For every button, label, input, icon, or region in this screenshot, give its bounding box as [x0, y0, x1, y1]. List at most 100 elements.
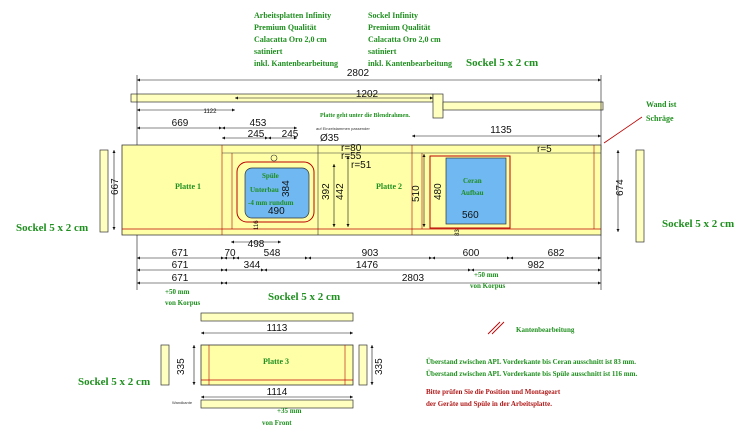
svg-text:+50 mm: +50 mm [474, 271, 499, 279]
dim-1114: 1114 [267, 387, 288, 398]
check-note-line-2: der Geräte und Spüle in der Arbeitsplatt… [426, 400, 552, 408]
overhang-ceran-note: Überstand zwischen APL Vorderkante bis C… [426, 358, 636, 366]
bottom-dimension-labels: 498 671 70 548 903 600 682 671 344 1476 … [172, 239, 565, 284]
svg-text:von Front: von Front [262, 419, 292, 427]
svg-text:1202: 1202 [356, 89, 379, 100]
svg-text:116: 116 [254, 220, 260, 230]
svg-text:Unterbau: Unterbau [250, 186, 279, 194]
svg-text:392: 392 [321, 183, 332, 200]
svg-text:498: 498 [248, 239, 265, 250]
tap-hole [270, 154, 278, 162]
svg-text:442: 442 [335, 183, 346, 200]
plate-3 [200, 344, 354, 386]
plinth-strip-plate3-bottom [200, 399, 354, 409]
plinth-strip-plate3-top [200, 312, 354, 322]
svg-text:1476: 1476 [356, 260, 379, 271]
svg-text:Ceran: Ceran [463, 177, 482, 185]
svg-text:903: 903 [362, 248, 379, 259]
sink-cutout: Spüle Unterbau -4 mm rundum 490 384 [236, 161, 315, 223]
svg-text:r=55: r=55 [341, 151, 362, 162]
sockel-label-top: Sockel 5 x 2 cm [466, 57, 538, 69]
svg-text:2802: 2802 [347, 68, 370, 79]
plate-3-label: Platte 3 [263, 357, 289, 366]
wall-note: Wand ist Schräge [603, 100, 677, 144]
svg-text:inkl. Kantenbearbeitung: inkl. Kantenbearbeitung [254, 59, 338, 68]
svg-text:245: 245 [282, 129, 299, 140]
dim-335-right: 335 [374, 358, 385, 375]
dim-674: 674 [615, 179, 626, 196]
svg-text:384: 384 [281, 180, 292, 197]
plinth-strip-top-post [432, 93, 444, 119]
top-dimensions [136, 75, 602, 150]
svg-text:Sockel Infinity: Sockel Infinity [368, 11, 418, 20]
svg-text:245: 245 [248, 129, 265, 140]
plus50-right-note: +50 mm von Korpus [470, 271, 505, 290]
plinth-spec-note: Sockel Infinity Premium Qualität Calacat… [368, 11, 452, 68]
inner-dimension-lines [332, 154, 426, 227]
svg-text:671: 671 [172, 273, 189, 284]
svg-text:Schräge: Schräge [646, 114, 674, 123]
top-dimension-labels: 2802 1202 1122 669 453 245 245 1135 Ø35 [172, 68, 513, 144]
svg-text:von Korpus: von Korpus [470, 282, 505, 290]
dim-667: 667 [110, 178, 121, 195]
svg-text:669: 669 [172, 118, 189, 129]
svg-text:Calacatta Oro 2,0 cm: Calacatta Oro 2,0 cm [368, 35, 441, 44]
svg-text:480: 480 [433, 183, 444, 200]
svg-text:671: 671 [172, 248, 189, 259]
wandkante-note: Wandkante [172, 400, 193, 405]
svg-text:682: 682 [548, 248, 565, 259]
plinth-strip-right [635, 149, 645, 243]
plus35-note: +35 mm von Front [262, 407, 302, 427]
svg-text:r=80: r=80 [341, 143, 362, 154]
dim-335-left: 335 [176, 358, 187, 375]
sockel-label-right: Sockel 5 x 2 cm [662, 218, 734, 230]
svg-text:satiniert: satiniert [254, 47, 283, 56]
plate-2-label: Platte 2 [376, 182, 402, 191]
ceran-cutout: Ceran Aufbau 560 480 [429, 155, 511, 229]
svg-text:600: 600 [463, 248, 480, 259]
svg-text:490: 490 [268, 206, 285, 217]
measure-note: auf Einzelstammen passender [316, 126, 370, 131]
plinth-strip-left [99, 149, 109, 233]
plinth-strip-plate3-left [160, 344, 170, 386]
check-note-line-1: Bitte prüfen Sie die Position und Montag… [426, 388, 561, 396]
plus50-left-note: +50 mm von Korpus [165, 288, 200, 307]
svg-text:70: 70 [224, 248, 236, 259]
blend-note: Platte geht unter die Blendrahmen. [320, 113, 411, 119]
bottom-dimension-lines [136, 235, 602, 290]
plinth-strip-top-right [442, 101, 604, 111]
plinth-strip-plate3-right [358, 344, 368, 386]
overhang-spuele-note: Überstand zwischen APL Vorderkante bis S… [426, 370, 637, 378]
sockel-label-bottom-left: Sockel 5 x 2 cm [78, 376, 150, 388]
svg-text:satiniert: satiniert [368, 47, 397, 56]
sockel-label-middle: Sockel 5 x 2 cm [268, 291, 340, 303]
countertop-spec-note: Arbeitsplatten Infinity Premium Qualität… [254, 11, 338, 68]
svg-text:-4 mm rundum: -4 mm rundum [248, 199, 294, 207]
svg-text:Spüle: Spüle [262, 172, 279, 180]
svg-text:1122: 1122 [204, 109, 218, 115]
svg-text:453: 453 [250, 118, 267, 129]
dim-1113: 1113 [267, 323, 288, 334]
svg-text:+50 mm: +50 mm [165, 288, 190, 296]
svg-text:510: 510 [411, 185, 422, 202]
svg-text:Kantenbearbeitung: Kantenbearbeitung [516, 326, 575, 334]
svg-text:r=5: r=5 [537, 144, 552, 155]
inner-dimension-labels: r=80 r=55 r=51 r=5 392 442 510 116 83 [254, 143, 552, 236]
sockel-label-left: Sockel 5 x 2 cm [16, 222, 88, 234]
plate-1-label: Platte 1 [175, 182, 201, 191]
svg-text:+35 mm: +35 mm [277, 407, 302, 415]
svg-text:560: 560 [462, 210, 479, 221]
svg-text:Premium Qualität: Premium Qualität [368, 23, 431, 32]
svg-text:Premium Qualität: Premium Qualität [254, 23, 317, 32]
svg-text:inkl. Kantenbearbeitung: inkl. Kantenbearbeitung [368, 59, 452, 68]
svg-text:2803: 2803 [402, 273, 425, 284]
svg-text:83: 83 [455, 229, 461, 236]
svg-text:Wand ist: Wand ist [646, 100, 677, 109]
svg-text:von Korpus: von Korpus [165, 299, 200, 307]
svg-text:Aufbau: Aufbau [461, 189, 484, 197]
svg-text:Calacatta Oro 2,0 cm: Calacatta Oro 2,0 cm [254, 35, 327, 44]
svg-text:Arbeitsplatten Infinity: Arbeitsplatten Infinity [254, 11, 331, 20]
svg-text:r=51: r=51 [351, 160, 372, 171]
svg-text:982: 982 [528, 260, 545, 271]
